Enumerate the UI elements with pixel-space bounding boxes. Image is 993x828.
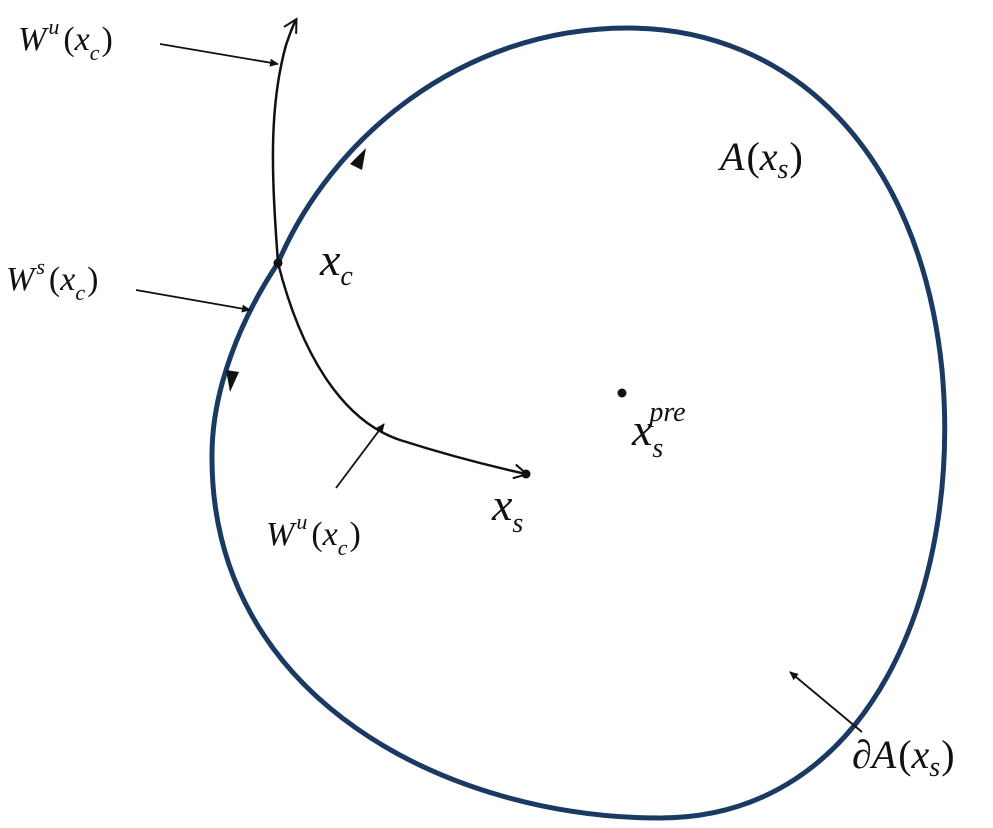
point-xs	[521, 469, 531, 479]
point-xs-pre	[617, 388, 627, 398]
label-wu-top: Wu(xc)	[18, 14, 113, 65]
unstable-manifold-lower	[276, 262, 530, 480]
pointer-wu-bottom	[335, 423, 385, 489]
unstable-manifold-upper	[271, 17, 298, 264]
point-xc	[273, 258, 283, 268]
label-xs: xs	[491, 479, 523, 539]
boundary-arrow-down	[226, 370, 239, 392]
basin-boundary-curve	[209, 25, 948, 821]
label-ws-left: Ws(xc)	[6, 254, 98, 305]
label-xc: xc	[319, 234, 353, 292]
label-boundary: ∂A(xs)	[852, 732, 955, 783]
label-wu-bottom: Wu(xc)	[266, 509, 361, 560]
pointer-ws-left	[135, 289, 251, 313]
pointer-wu-top	[159, 43, 279, 67]
pointer-boundary	[789, 671, 863, 733]
label-region-a: A(xs)	[717, 134, 803, 185]
boundary-arrow-up	[350, 148, 366, 170]
label-xs-pre: xspre	[631, 397, 686, 464]
